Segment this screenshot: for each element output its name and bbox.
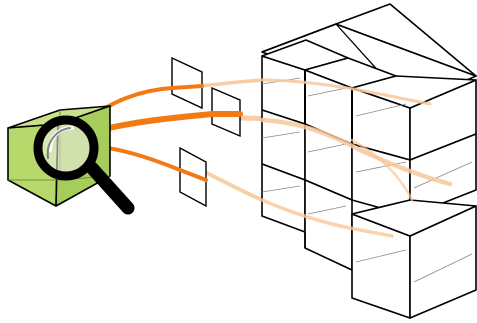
magnifying-glass-icon: [33, 115, 135, 215]
filter-pane-icon: [171, 56, 203, 110]
stack-row-3: [261, 163, 477, 319]
magnifier-lens: [33, 115, 99, 181]
cube-stack-icon: [261, 3, 477, 319]
stack-row-1: [261, 39, 477, 161]
faded-streams-inside: [259, 78, 453, 238]
magnifier-handle: [85, 161, 135, 215]
